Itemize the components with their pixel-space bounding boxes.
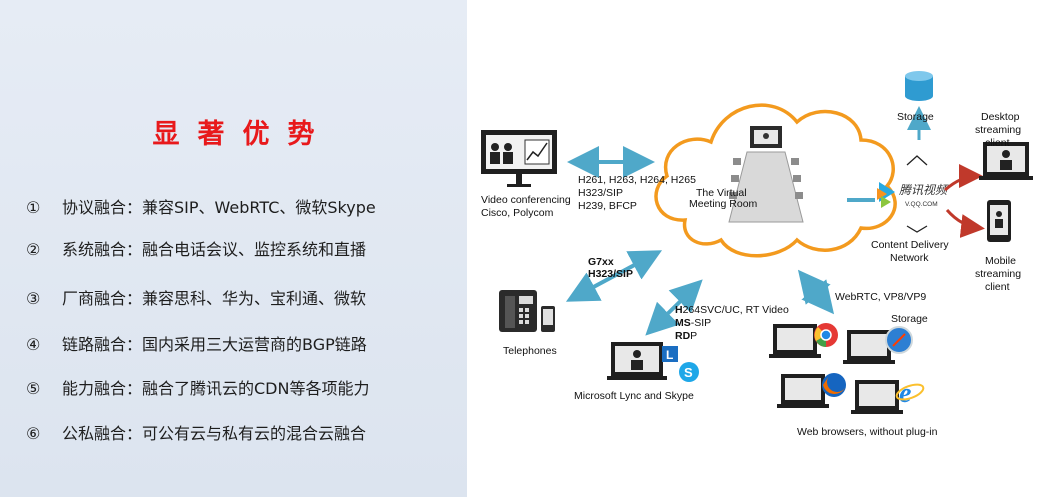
- advantage-item: ⑥ 公私融合：可公有云与私有云的混合云融合: [26, 420, 456, 444]
- webrtc-label: WebRTC, VP8/VP9: [835, 291, 926, 303]
- advantage-item: ④ 链路融合：国内采用三大运营商的BGP链路: [26, 331, 456, 355]
- mobile-label-line1: Mobile: [985, 255, 1016, 267]
- lync-protocol-2: MS-SIP: [675, 317, 711, 329]
- video-protocol-1: H261, H263, H264, H265: [578, 174, 696, 186]
- desktop-client-icon: [979, 142, 1033, 180]
- advantage-item: ③ 厂商融合：兼容思科、华为、宝利通、微软: [26, 285, 456, 309]
- item-text: 链路融合：国内采用三大运营商的BGP链路: [62, 335, 367, 354]
- lync-protocol-3: RDP: [675, 330, 697, 342]
- room-label-line2: Meeting Room: [689, 198, 758, 210]
- chrome-browser-icon: [769, 323, 838, 358]
- video-protocol-3: H239, BFCP: [578, 200, 637, 212]
- item-text: 厂商融合：兼容思科、华为、宝利通、微软: [62, 289, 367, 308]
- item-number: ①: [26, 198, 41, 217]
- meeting-room-icon: [728, 126, 804, 223]
- svg-text:e: e: [899, 378, 911, 409]
- architecture-diagram: The Virtual Meeting Room Video conferenc…: [481, 71, 1033, 438]
- panel-title: 显著优势: [152, 119, 333, 150]
- cdn-label-line1: Content Delivery: [871, 239, 949, 251]
- browser-storage-label: Storage: [891, 313, 928, 325]
- mobile-label-line3: client: [985, 281, 1010, 293]
- lync-skype-icon: L S: [607, 342, 699, 382]
- item-text: 能力融合：融合了腾讯云的CDN等各项能力: [62, 379, 370, 398]
- advantage-item: ① 协议融合：兼容SIP、WebRTC、微软Skype: [26, 194, 456, 218]
- telephone-icon: [499, 290, 555, 332]
- lync-protocol-1: H264SVC/UC, RT Video: [675, 304, 789, 316]
- item-number: ⑤: [26, 379, 41, 398]
- item-number: ②: [26, 240, 41, 259]
- desktop-label-line3: client: [985, 137, 1010, 149]
- item-number: ⑥: [26, 424, 41, 443]
- phone-protocol-1: G7xx: [588, 256, 614, 268]
- desktop-label-line1: Desktop: [981, 111, 1020, 123]
- browsers-label: Web browsers, without plug-in: [797, 426, 938, 438]
- advantage-item: ⑤ 能力融合：融合了腾讯云的CDN等各项能力: [26, 375, 456, 399]
- desktop-arrow: [944, 164, 983, 192]
- down-chevron-icon: [906, 225, 928, 233]
- tencent-url: V.QQ.COM: [905, 201, 938, 208]
- video-conferencing-icon: [481, 130, 557, 187]
- desktop-label-line2: streaming: [975, 124, 1021, 136]
- room-label-line1: The Virtual: [696, 187, 747, 199]
- advantage-item: ② 系统融合：融合电话会议、监控系统和直播: [26, 236, 456, 260]
- item-text: 系统融合：融合电话会议、监控系统和直播: [62, 240, 367, 259]
- item-text: 公私融合：可公有云与私有云的混合云融合: [62, 424, 367, 443]
- mobile-arrow: [945, 209, 985, 238]
- cdn-label-line2: Network: [890, 252, 929, 264]
- lync-arrow: [645, 279, 703, 336]
- ie-browser-icon: e: [851, 378, 925, 414]
- item-number: ④: [26, 335, 41, 354]
- tencent-video-logo: [877, 182, 895, 208]
- storage-label: Storage: [897, 111, 934, 123]
- telephones-label: Telephones: [503, 345, 557, 357]
- video-protocol-2: H323/SIP: [578, 187, 623, 199]
- svg-text:S: S: [684, 365, 693, 380]
- svg-text:L: L: [666, 348, 673, 362]
- video-conf-label-line2: Cisco, Polycom: [481, 207, 554, 219]
- tencent-logo-text: 腾讯视频: [899, 183, 949, 197]
- firefox-browser-icon: [777, 373, 846, 408]
- item-text: 协议融合：兼容SIP、WebRTC、微软Skype: [62, 198, 376, 217]
- video-conf-label-line1: Video conferencing: [481, 194, 571, 206]
- item-number: ③: [26, 289, 41, 308]
- lync-label: Microsoft Lync and Skype: [574, 390, 694, 402]
- mobile-client-icon: [987, 200, 1011, 242]
- phone-protocol-2: H323/SIP: [588, 268, 633, 280]
- mobile-label-line2: streaming: [975, 268, 1021, 280]
- advantages-panel: 显著优势 ① 协议融合：兼容SIP、WebRTC、微软Skype ② 系统融合：融合…: [0, 0, 467, 497]
- safari-browser-icon: [843, 326, 913, 364]
- storage-icon: [905, 71, 933, 101]
- phone-arrow: [565, 250, 663, 302]
- webrtc-arrow: [797, 269, 835, 315]
- up-chevron-icon: [906, 155, 928, 166]
